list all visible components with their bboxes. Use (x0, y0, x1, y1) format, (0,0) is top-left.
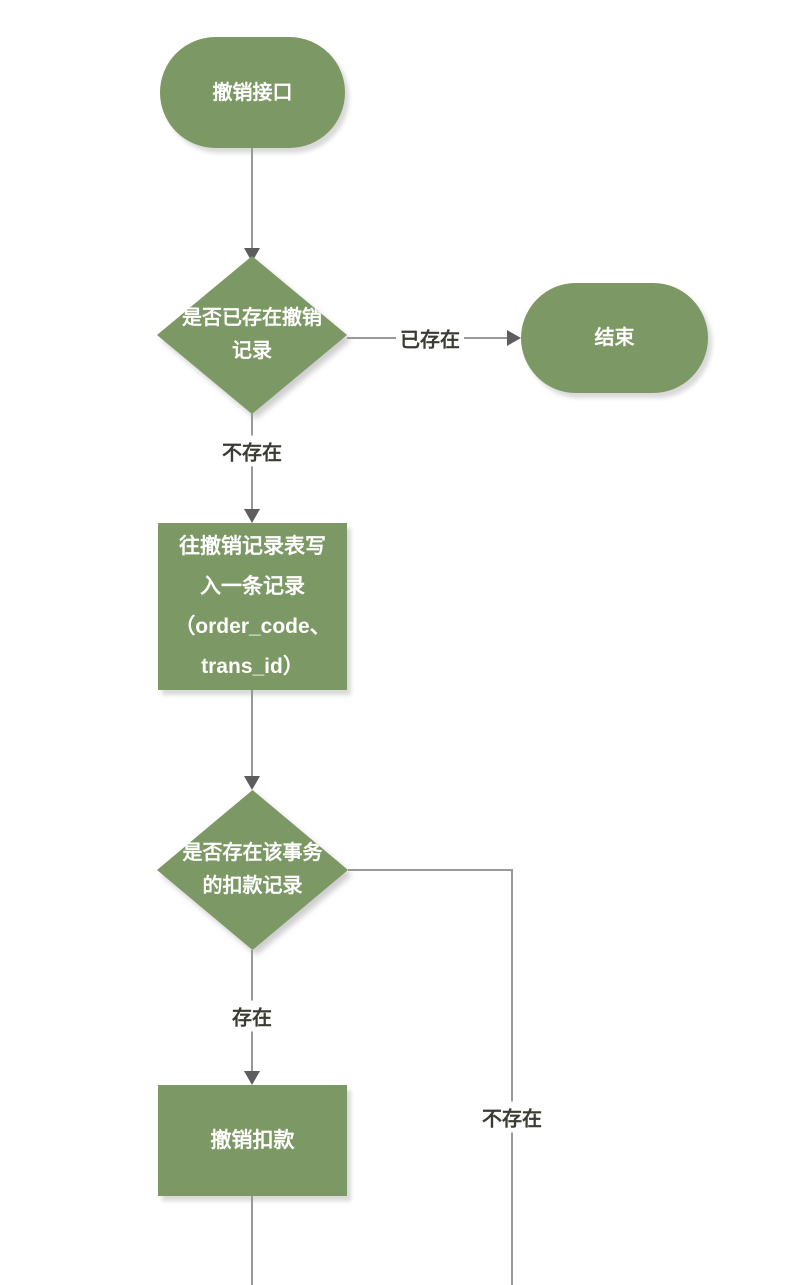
start-node-label: 撤销接口 (212, 81, 293, 104)
connector-decision2-right-branch-horizontal (348, 869, 512, 871)
arrow-down-icon (244, 1071, 260, 1085)
connector-process2-down-offscreen (251, 1196, 253, 1285)
start-node: 撤销接口 (160, 37, 345, 148)
connector-process1-to-decision2 (251, 690, 253, 776)
process1-label-line2: 入一条记录 (200, 574, 305, 598)
process-write-cancel-record: 往撤销记录表写 入一条记录 （order_code、 trans_id） (158, 523, 347, 690)
process1-label-line4: trans_id） (201, 654, 304, 678)
connector-decision2-right-branch-vertical (511, 869, 513, 1285)
decision2-label-line2: 的扣款记录 (202, 875, 303, 897)
end-node: 结束 (521, 283, 708, 393)
process1-label-line1: 往撤销记录表写 (179, 534, 326, 558)
end-node-label: 结束 (594, 327, 635, 349)
process2-label: 撤销扣款 (210, 1128, 295, 1152)
decision2-label-line1: 是否存在该事务 (182, 842, 323, 864)
process1-label-line3: （order_code、 (174, 614, 331, 638)
edge-label-not-exists-branch: 不存在 (478, 1101, 546, 1133)
decision1-label-line1: 是否已存在撤销 (182, 307, 322, 329)
decision-deduction-record-exists: 是否存在该事务 的扣款记录 (157, 790, 348, 950)
decision-cancel-record-exists: 是否已存在撤销 记录 (157, 256, 347, 414)
connector-start-to-decision1 (251, 148, 253, 248)
decision1-label-line2: 记录 (232, 340, 272, 362)
decision-cancel-record-exists-shape: 是否已存在撤销 记录 (157, 256, 347, 414)
edge-label-already-exists: 已存在 (396, 322, 464, 354)
arrow-down-icon (244, 509, 260, 523)
edge-label-exists: 存在 (228, 1000, 276, 1032)
arrow-down-icon (244, 248, 260, 262)
arrow-down-icon (244, 776, 260, 790)
process-cancel-deduction: 撤销扣款 (158, 1085, 347, 1196)
arrow-right-icon (507, 330, 521, 346)
edge-label-not-exists: 不存在 (218, 435, 286, 467)
decision-deduction-record-exists-shape: 是否存在该事务 的扣款记录 (157, 790, 348, 950)
